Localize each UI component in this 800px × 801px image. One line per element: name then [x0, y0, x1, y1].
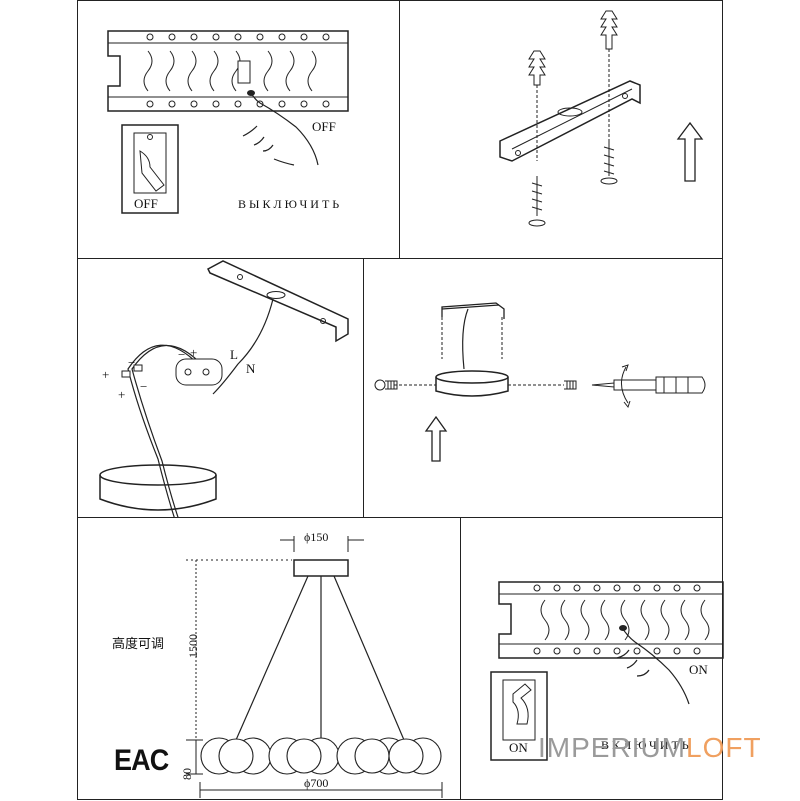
height-adjustable-text: 高度可调 — [112, 637, 165, 652]
step1-switch-off-panel: OFF OFF ВЫКЛЮЧИТЬ — [77, 0, 400, 259]
eac-certification-mark: EAC — [114, 744, 169, 777]
watermark-part2: LOFT — [686, 732, 762, 763]
canopy-diameter-label: ϕ150 — [304, 530, 329, 544]
on-box-label: ON — [509, 740, 528, 755]
imperiumloft-watermark: IMPERIUMLOFT — [538, 732, 762, 764]
plus-label-left: + — [102, 367, 110, 382]
on-switch-label: ON — [689, 662, 708, 677]
minus-label-block: − — [178, 347, 186, 362]
step6-switch-on-panel: ON ON ВКЛЮЧИТЬ — [460, 517, 724, 800]
canopy-screw-drawing — [374, 302, 706, 462]
breaker-on-drawing — [490, 581, 724, 761]
drop-height-label: 1500 — [186, 634, 200, 658]
live-wire-label: L — [230, 347, 238, 362]
minus-label-left2: − — [140, 379, 148, 394]
chandelier-dimensions-drawing — [186, 536, 443, 798]
off-switch-label: OFF — [312, 119, 336, 134]
step4-canopy-fix-panel — [363, 258, 723, 518]
bracket-screws-drawing — [499, 10, 704, 227]
step3-wiring-panel: L N + − − + − + — [77, 258, 364, 530]
switch-off-caption: ВЫКЛЮЧИТЬ — [238, 197, 343, 211]
ring-height-label: 80 — [180, 768, 194, 780]
wiring-drawing — [99, 260, 349, 530]
plus-label-block: + — [190, 345, 198, 360]
ring-diameter-label: ϕ700 — [304, 776, 329, 790]
breaker-panel-drawing — [107, 30, 349, 214]
minus-label-left: − — [128, 355, 136, 370]
neutral-wire-label: N — [246, 361, 256, 376]
switch-on-caption: ВКЛЮЧИТЬ — [601, 738, 692, 752]
step5-dimensions-panel: ϕ150 1500 80 ϕ700 高度可调 EAC — [77, 517, 461, 800]
step2-bracket-mount-panel — [399, 0, 723, 259]
off-box-label: OFF — [134, 196, 158, 211]
plus-label-left2: + — [118, 387, 126, 402]
watermark-part1: IMPERIUM — [538, 732, 686, 763]
